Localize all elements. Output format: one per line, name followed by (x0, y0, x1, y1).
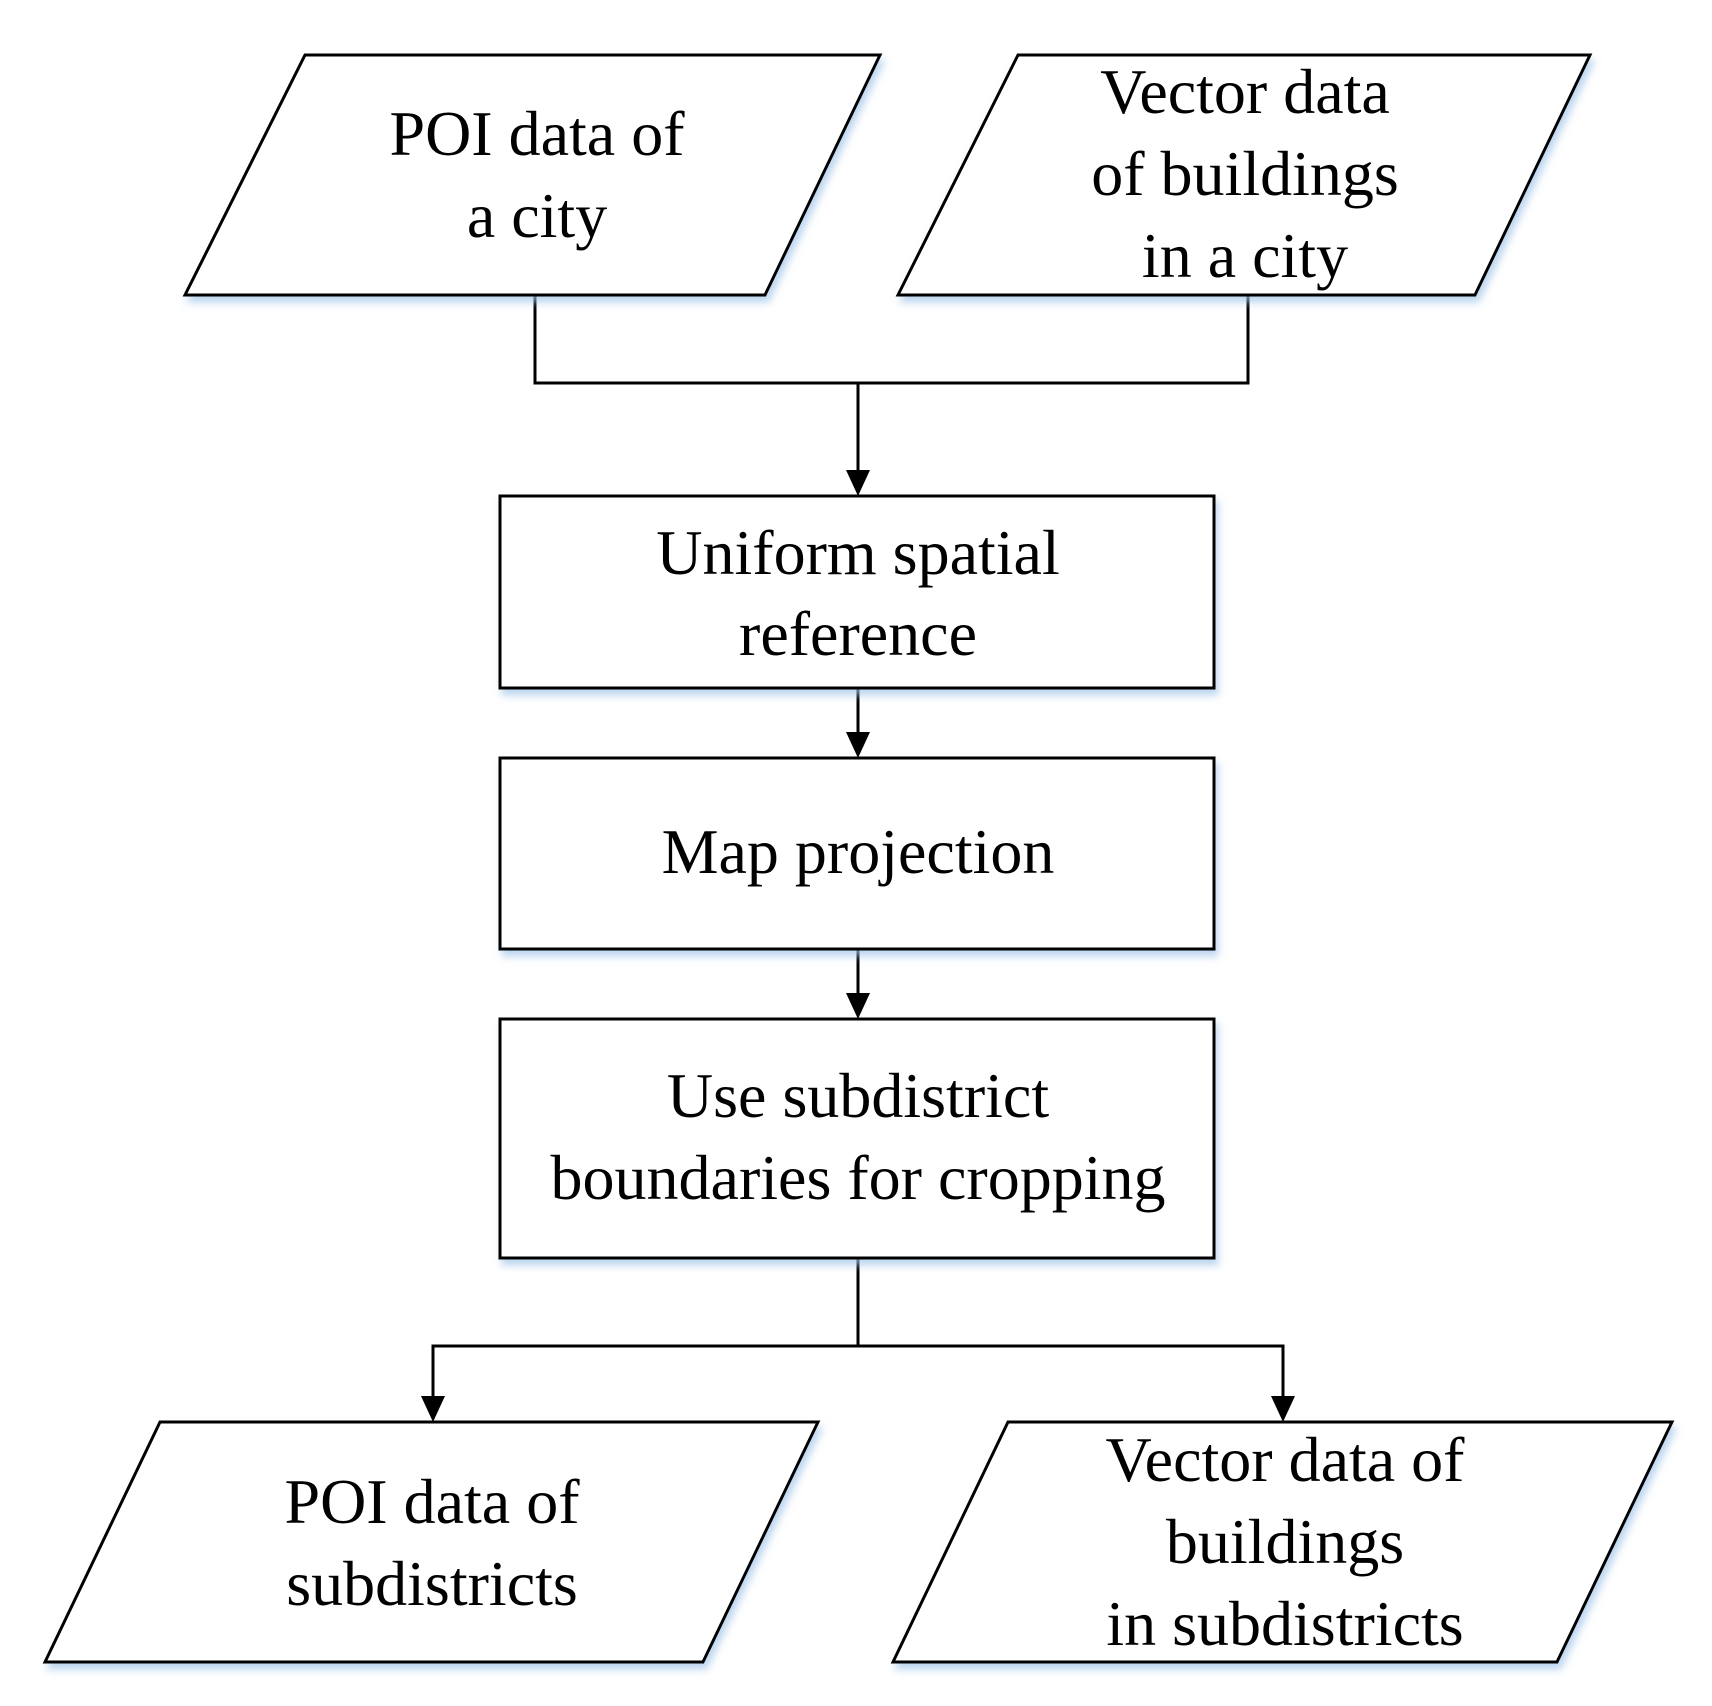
node-label-line: Use subdistrict (667, 1060, 1049, 1131)
node-label-line: subdistricts (286, 1548, 578, 1619)
node-label-line: in subdistricts (1106, 1588, 1463, 1659)
process-box (498, 1017, 1216, 1260)
node-label-line: Uniform spatial (656, 517, 1059, 588)
node-label-line: Map projection (662, 816, 1055, 887)
parallelogram-shape (42, 1420, 821, 1664)
node-label-line: POI data of (284, 1466, 580, 1537)
node-label-line: buildings (1166, 1506, 1404, 1577)
parallelogram-shape (890, 1420, 1675, 1664)
node-vector-city: Vector data of buildings in a city (895, 53, 1593, 297)
node-label-line: of buildings (1091, 138, 1399, 209)
node-label-line: Vector data of (1106, 1424, 1466, 1495)
arrowhead-to-uniform (846, 470, 870, 496)
node-crop-subdistrict: Use subdistrict boundaries for cropping (498, 1017, 1216, 1260)
connector-split-to-poi-subdistricts (431, 1344, 858, 1396)
arrowhead-to-vector-subdistricts (1271, 1396, 1295, 1422)
parallelogram-shape (182, 53, 883, 297)
node-uniform-reference: Uniform spatial reference (498, 494, 1216, 690)
connector-poi-city-to-merge (533, 295, 858, 385)
arrowhead-to-projection (846, 732, 870, 758)
connector-split-to-vector-subdistricts (858, 1344, 1285, 1396)
node-label-line: Vector data (1100, 56, 1390, 127)
node-label-line: a city (467, 180, 607, 251)
node-label-line: boundaries for cropping (551, 1142, 1166, 1213)
process-box (498, 756, 1216, 951)
node-label-line: in a city (1142, 220, 1348, 291)
node-poi-city: POI data of a city (182, 53, 883, 297)
arrowhead-to-poi-subdistricts (421, 1396, 445, 1422)
node-vector-subdistricts: Vector data of buildings in subdistricts (890, 1420, 1675, 1664)
node-map-projection: Map projection (498, 756, 1216, 951)
parallelogram-shape (895, 53, 1593, 297)
node-poi-subdistricts: POI data of subdistricts (42, 1420, 821, 1664)
node-label-line: reference (739, 598, 977, 669)
process-box (498, 494, 1216, 690)
connector-vector-city-to-merge (858, 295, 1250, 385)
node-label-line: POI data of (389, 98, 685, 169)
arrowhead-to-crop (846, 993, 870, 1019)
connectors (421, 295, 1295, 1422)
